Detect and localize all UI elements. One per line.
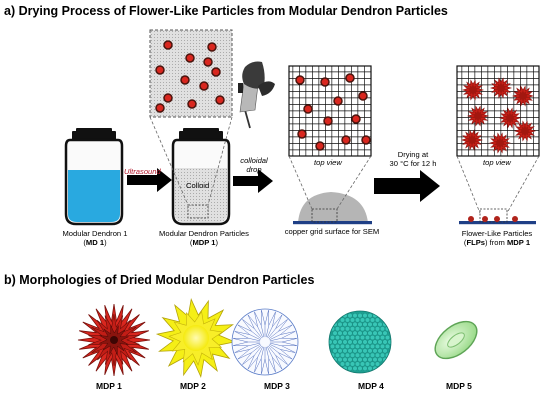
droplet-on-grid — [293, 192, 372, 225]
red-particle — [187, 99, 197, 109]
colloid-zoom-box — [149, 29, 233, 206]
vial-mdp1 — [171, 128, 231, 226]
red-particle — [215, 95, 225, 105]
md1-caption: Modular Dendron 1(MD 1) — [62, 229, 128, 247]
red-particle — [185, 53, 195, 63]
red-particle — [155, 65, 165, 75]
red-particle — [211, 67, 221, 77]
mdp4-teal-cluster — [328, 310, 392, 374]
red-particle — [351, 114, 361, 124]
top-view-label-2: top view — [483, 158, 511, 167]
red-particle — [341, 135, 351, 145]
pipette-hand-icon — [238, 61, 275, 129]
red-particle — [315, 141, 325, 151]
red-particle — [303, 104, 313, 114]
arrow-drying — [374, 170, 440, 202]
red-particle — [320, 77, 330, 87]
mdp-label-2: MDP 2 — [180, 381, 206, 391]
mdp3-dendron-sphere — [231, 308, 299, 376]
mdp1-caption: Modular Dendron Particles(MDP 1) — [159, 229, 249, 247]
copper-grid-caption: copper grid surface for SEM — [284, 227, 380, 236]
red-particle — [207, 42, 217, 52]
red-particle — [155, 103, 165, 113]
red-particle — [163, 93, 173, 103]
flp-grid-top-view — [456, 65, 540, 214]
mdp1-red-flower — [77, 303, 151, 377]
grid-top-view — [288, 65, 372, 210]
red-particle — [345, 73, 355, 83]
red-particle — [512, 216, 518, 222]
red-particle — [333, 96, 343, 106]
top-view-label-1: top view — [314, 158, 342, 167]
mdp5-green-disc — [434, 320, 478, 360]
mdp-label-3: MDP 3 — [264, 381, 290, 391]
mdp2-yellow-star — [155, 297, 237, 379]
section-a-title: a) Drying Process of Flower-Like Particl… — [4, 4, 448, 18]
red-particle — [482, 216, 488, 222]
red-particle — [295, 75, 305, 85]
ultrasound-label: Ultrasound — [124, 167, 161, 176]
colloid-sample-box — [187, 204, 209, 219]
colloid-liquid — [175, 168, 227, 222]
flp-side-view — [459, 208, 536, 225]
red-particle — [494, 216, 500, 222]
mdp-label-1: MDP 1 — [96, 381, 122, 391]
red-particle — [203, 57, 213, 67]
red-particle — [358, 91, 368, 101]
mdp-label-4: MDP 4 — [358, 381, 384, 391]
colloid-label: Colloid — [186, 181, 210, 190]
section-b-title: b) Morphologies of Dried Modular Dendron… — [4, 273, 315, 287]
red-particle — [361, 135, 371, 145]
blue-solution — [68, 170, 120, 222]
red-particle — [468, 216, 474, 222]
arrow-colloidal-drop — [233, 169, 273, 193]
red-particle — [180, 75, 190, 85]
red-particle — [163, 40, 173, 50]
red-particle — [199, 81, 209, 91]
arrow-ultrasound — [127, 168, 172, 192]
red-particle — [323, 116, 333, 126]
red-particle — [297, 129, 307, 139]
vial-md1 — [64, 128, 124, 226]
flp-caption: Flower-Like Particles(FLPs) from MDP 1 — [461, 229, 533, 247]
mdp-label-5: MDP 5 — [446, 381, 472, 391]
